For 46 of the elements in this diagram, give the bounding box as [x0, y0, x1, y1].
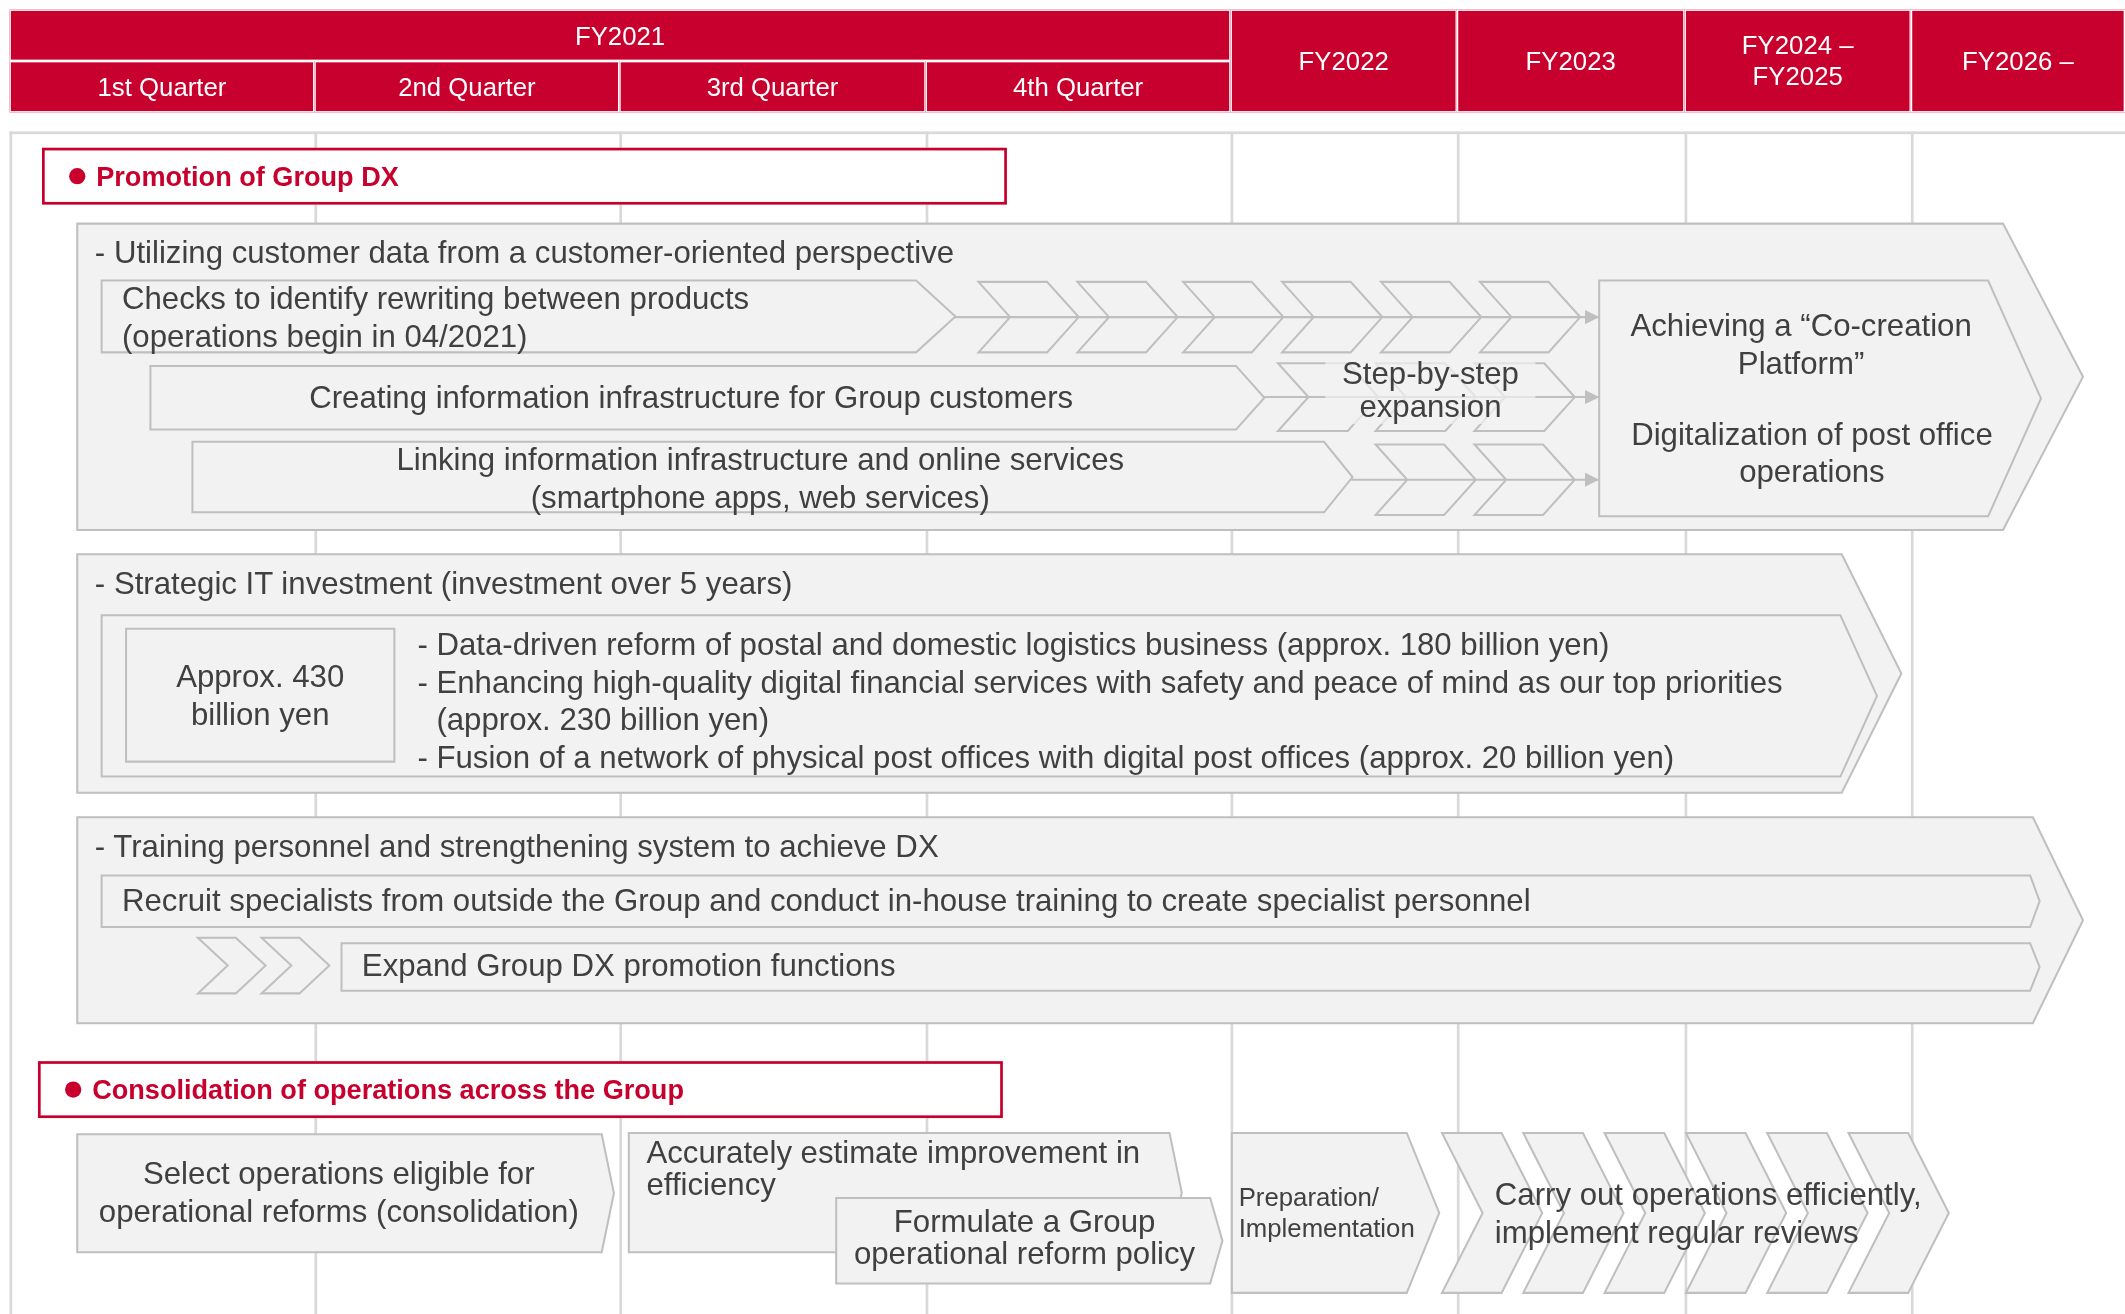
header-cell [1684, 9, 1911, 113]
section-heading-box [42, 147, 1007, 205]
header-cell [925, 61, 1231, 113]
period-label: FY2021 [574, 20, 666, 51]
period-label: 2nd Quarter [398, 71, 536, 103]
period-label: FY2024 – FY2025 [1740, 30, 1855, 93]
header-cell [9, 61, 315, 113]
item-text: Achieving a “Co-creation Platform” [1629, 306, 1973, 383]
total-box [124, 627, 396, 763]
header-cell [1910, 9, 2125, 113]
section-title: - Strategic IT investment (investment over 5 years) [94, 564, 794, 602]
section-title: - Utilizing customer data from a customer-oriented perspective [94, 233, 956, 272]
item-text: Carry out operations efficiently, implement regular reviews [1494, 1175, 1923, 1251]
item-text: Recruit specialists from outside the Group and conduct in-house training to create specialist personnel [121, 881, 1532, 919]
section-heading-box [37, 1061, 1003, 1119]
header-cell [619, 61, 926, 113]
period-label: FY2023 [1525, 45, 1616, 77]
arrow-shape [1230, 1131, 1441, 1295]
period-label: 1st Quarter [97, 71, 227, 103]
header-cell [1456, 9, 1685, 113]
item-text: Checks to identify rewriting between products (operations begin in 04/2021) [121, 279, 751, 356]
item-text: Creating information infrastructure for Group customers [308, 378, 1075, 417]
item-text: - Enhancing high-quality digital financial services with safety and peace of mind as our top priorities (approx. 230 billion yen) [417, 663, 1784, 739]
arrow-shape [1597, 279, 2043, 518]
item-text: Preparation/ Implementation [1238, 1182, 1416, 1245]
item-text: - Fusion of a network of physical post offices with digital post offices (approx. 20 billion yen) [417, 738, 1676, 777]
period-label: 4th Quarter [1012, 71, 1144, 103]
item-text: Expand Group DX promotion functions [361, 946, 897, 984]
section-title: - Training personnel and strengthening system to achieve DX [94, 827, 940, 865]
period-label: FY2026 – [1962, 45, 2074, 77]
header-cell [9, 9, 1231, 61]
item-text: Accurately estimate improvement in efficiency [646, 1135, 1142, 1201]
item-text: - Data-driven reform of postal and domestic logistics business (approx. 180 billion yen) [417, 625, 1611, 663]
chevron-arrow [954, 280, 1600, 354]
item-text: Select operations eligible for operational reforms (consolidation) [97, 1155, 580, 1231]
period-label: FY2022 [1298, 45, 1389, 77]
period-label: 3rd Quarter [706, 71, 839, 103]
item-text: Formulate a Group operational reform policy [852, 1204, 1197, 1270]
chevron-arrow [1351, 443, 1600, 516]
item-text: Linking information infrastructure and online services (smartphone apps, web services) [395, 440, 1126, 517]
header-cell [1230, 9, 1457, 113]
section-heading: Promotion of Group DX [96, 160, 399, 192]
section-heading: Consolidation of operations across the Group [92, 1074, 684, 1106]
item-text: Digitalization of post office operations [1630, 415, 1994, 491]
header-cell [314, 61, 620, 113]
item-text: Approx. 430 billion yen [175, 657, 346, 734]
